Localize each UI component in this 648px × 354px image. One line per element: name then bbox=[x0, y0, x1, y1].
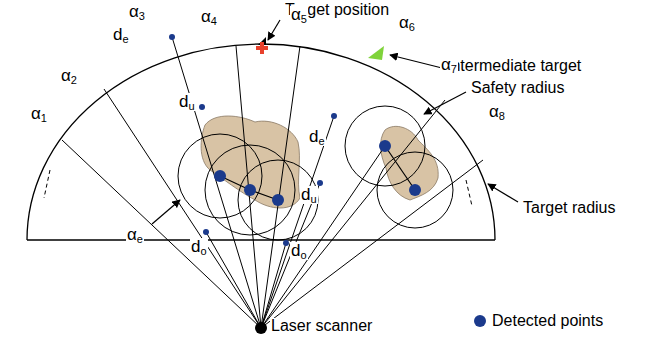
legend-row: Detected points bbox=[474, 312, 603, 330]
leader-arrows bbox=[152, 20, 518, 224]
detected-points bbox=[214, 140, 421, 206]
angle-label: α4 bbox=[200, 8, 218, 26]
legend-swatch bbox=[474, 315, 486, 327]
baseline bbox=[27, 239, 495, 240]
intermediate-target bbox=[368, 46, 384, 60]
angle-label: αe bbox=[126, 226, 144, 244]
distance-label: do bbox=[290, 242, 308, 260]
angle-label: α3 bbox=[128, 3, 146, 21]
distance-label: du bbox=[178, 93, 196, 111]
distance-label: de bbox=[112, 26, 130, 44]
distance-label: do bbox=[190, 238, 208, 256]
point-chain bbox=[385, 146, 415, 190]
target-radius-arc bbox=[27, 44, 495, 240]
callout-text: Intermediate target bbox=[446, 58, 582, 75]
legend-text: Detected points bbox=[492, 312, 603, 330]
callout-text: Safety radius bbox=[470, 80, 565, 97]
distance-points bbox=[169, 34, 337, 246]
obstacle bbox=[381, 126, 439, 200]
angle-label: α2 bbox=[60, 67, 78, 85]
dashed-mark bbox=[44, 170, 50, 198]
callout-text: Laser scanner bbox=[270, 318, 373, 335]
angle-label: α6 bbox=[398, 14, 416, 32]
dashed-mark bbox=[466, 180, 472, 206]
callout-text: Target radius bbox=[522, 200, 617, 217]
scan-rays bbox=[62, 37, 483, 328]
angle-label: α1 bbox=[30, 105, 48, 123]
laser-scanner-symbol bbox=[255, 322, 267, 334]
angle-label: α7 bbox=[440, 56, 458, 74]
angle-label: α5 bbox=[290, 6, 308, 24]
safety-circles bbox=[178, 106, 453, 240]
angle-label: α8 bbox=[488, 103, 506, 121]
point-chain bbox=[220, 176, 278, 200]
distance-label: de bbox=[308, 128, 326, 146]
distance-label: du bbox=[300, 186, 318, 204]
target-cross bbox=[260, 42, 264, 54]
